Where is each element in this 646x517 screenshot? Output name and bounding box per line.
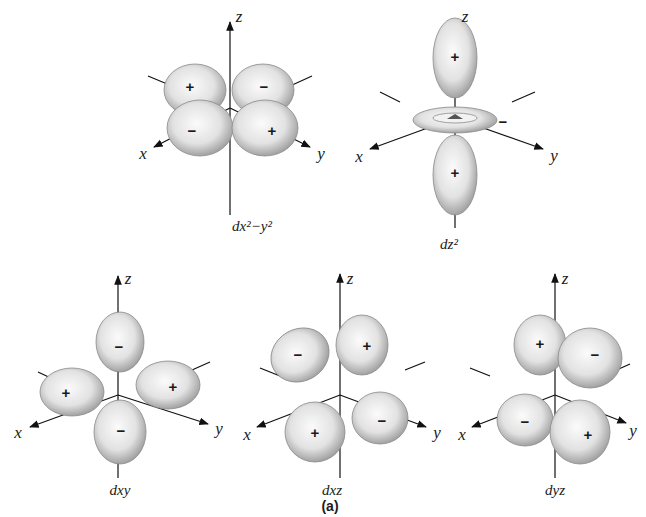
axis-label: y xyxy=(550,147,558,164)
phase-sign: − xyxy=(591,347,600,362)
phase-sign: − xyxy=(499,114,508,129)
figure-label: (a) xyxy=(321,499,338,513)
axis-label: z xyxy=(462,8,469,25)
axis-label: z xyxy=(562,270,569,287)
phase-sign: + xyxy=(311,425,320,440)
axis-label: y xyxy=(629,422,637,439)
axis-label: z xyxy=(125,270,132,287)
phase-sign: + xyxy=(451,165,460,180)
phase-sign: + xyxy=(451,49,460,64)
phase-sign: + xyxy=(62,385,71,400)
axis-label: x xyxy=(14,424,22,441)
axis-label: z xyxy=(347,270,354,287)
phase-sign: + xyxy=(169,379,178,394)
orbital-name: dx²−y² xyxy=(232,219,272,234)
phase-sign: + xyxy=(363,338,372,353)
axis-label: y xyxy=(215,420,223,437)
axis-label: y xyxy=(433,424,441,441)
orbital-name: dyz xyxy=(545,483,565,498)
phase-sign: − xyxy=(521,414,530,429)
phase-sign: − xyxy=(117,423,126,438)
phase-sign: + xyxy=(268,123,277,138)
orbital-name: dz² xyxy=(440,237,458,252)
axis-label: x xyxy=(355,148,363,165)
axes xyxy=(30,20,630,478)
orbital-name: dxz xyxy=(322,483,342,498)
axis-label: z xyxy=(236,8,243,25)
phase-sign: − xyxy=(378,413,387,428)
orbital-name: dxy xyxy=(110,483,131,498)
axis-label: y xyxy=(317,145,325,162)
axis-label: x xyxy=(243,426,251,443)
phase-sign: + xyxy=(584,427,593,442)
phase-sign: + xyxy=(186,79,195,94)
phase-sign: − xyxy=(188,123,197,138)
orbital-lobes xyxy=(40,18,622,464)
axis-label: x xyxy=(139,145,147,162)
phase-sign: − xyxy=(260,79,269,94)
axis-label: x xyxy=(458,426,466,443)
phase-sign: + xyxy=(536,336,545,351)
phase-sign: − xyxy=(294,347,303,362)
phase-sign: − xyxy=(115,339,124,354)
